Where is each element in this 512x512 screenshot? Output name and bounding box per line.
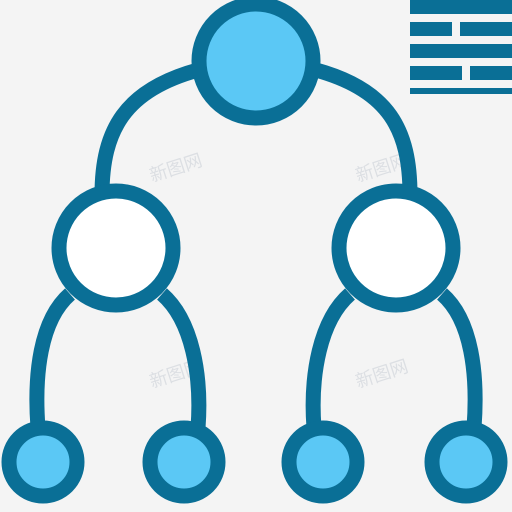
node-mid-right: [331, 183, 461, 313]
node-root: [191, 0, 321, 126]
node-leaf-1: [1, 420, 85, 504]
edge-root-mid-left: [94, 62, 200, 196]
edge-root-mid-right: [314, 62, 418, 196]
svg-text:新图网: 新图网: [147, 150, 205, 187]
node-leaf-3: [281, 420, 365, 504]
text-lines-icon: [410, 0, 512, 94]
edge-mid-right-leaf-4: [436, 288, 483, 429]
tree-nodes: [1, 0, 508, 504]
connector-lines: [29, 62, 483, 429]
edge-mid-left-leaf-1: [29, 288, 76, 429]
node-leaf-2: [142, 420, 226, 504]
edge-mid-left-leaf-2: [156, 288, 207, 429]
node-leaf-4: [424, 420, 508, 504]
svg-text:新图网: 新图网: [353, 356, 411, 393]
node-mid-left: [51, 183, 181, 313]
edge-mid-right-leaf-3: [305, 288, 356, 429]
